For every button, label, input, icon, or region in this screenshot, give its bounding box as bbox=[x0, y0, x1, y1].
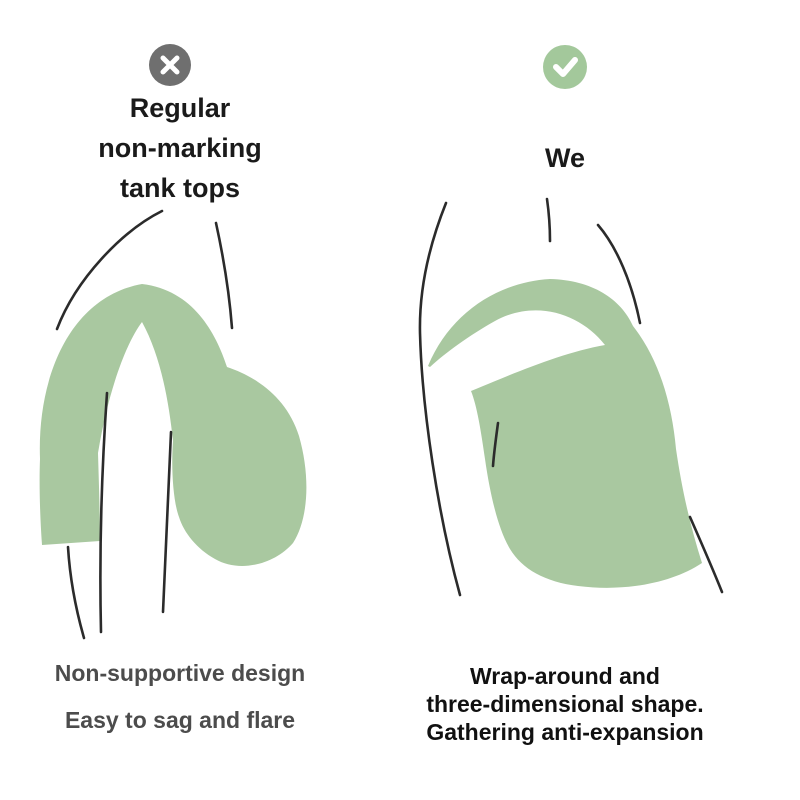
neck-outline-line bbox=[214, 221, 234, 330]
arm-lower-line bbox=[688, 515, 724, 594]
check-icon-glyph bbox=[553, 57, 578, 77]
body-lower-line bbox=[66, 545, 86, 640]
regular-tank-top-shape bbox=[39, 284, 307, 566]
left-title-line-3: tank tops bbox=[119, 173, 240, 203]
left-title-line-2: non-marking bbox=[98, 133, 262, 163]
right-caption-1: Wrap-around and bbox=[470, 663, 660, 689]
arm-outline-line bbox=[99, 391, 109, 634]
underarm-short-line bbox=[491, 421, 500, 468]
right-caption-2: three-dimensional shape. bbox=[426, 691, 704, 717]
left-title-line-1: Regular bbox=[129, 93, 231, 123]
x-icon-glyph bbox=[160, 55, 180, 75]
neck-outline-line bbox=[545, 197, 552, 243]
left-caption-1: Non-supportive design bbox=[54, 660, 306, 686]
arm-inner-line bbox=[161, 430, 173, 614]
wrap-around-bra-shape bbox=[428, 279, 702, 588]
left-illustration bbox=[39, 209, 307, 640]
left-title: Regular non-marking tank tops bbox=[0, 88, 360, 208]
x-icon bbox=[149, 44, 191, 86]
check-icon bbox=[543, 45, 587, 89]
right-illustration bbox=[418, 197, 724, 597]
shoulder-outline-line bbox=[596, 223, 642, 325]
back-outline-line bbox=[55, 209, 164, 331]
right-captions: Wrap-around and three-dimensional shape.… bbox=[405, 662, 725, 746]
right-title: We bbox=[544, 143, 585, 173]
left-caption-2: Easy to sag and flare bbox=[64, 707, 296, 733]
left-captions: Non-supportive design Easy to sag and fl… bbox=[0, 660, 360, 754]
back-outline-line bbox=[418, 201, 462, 597]
right-caption-3: Gathering anti-expansion bbox=[426, 719, 704, 745]
